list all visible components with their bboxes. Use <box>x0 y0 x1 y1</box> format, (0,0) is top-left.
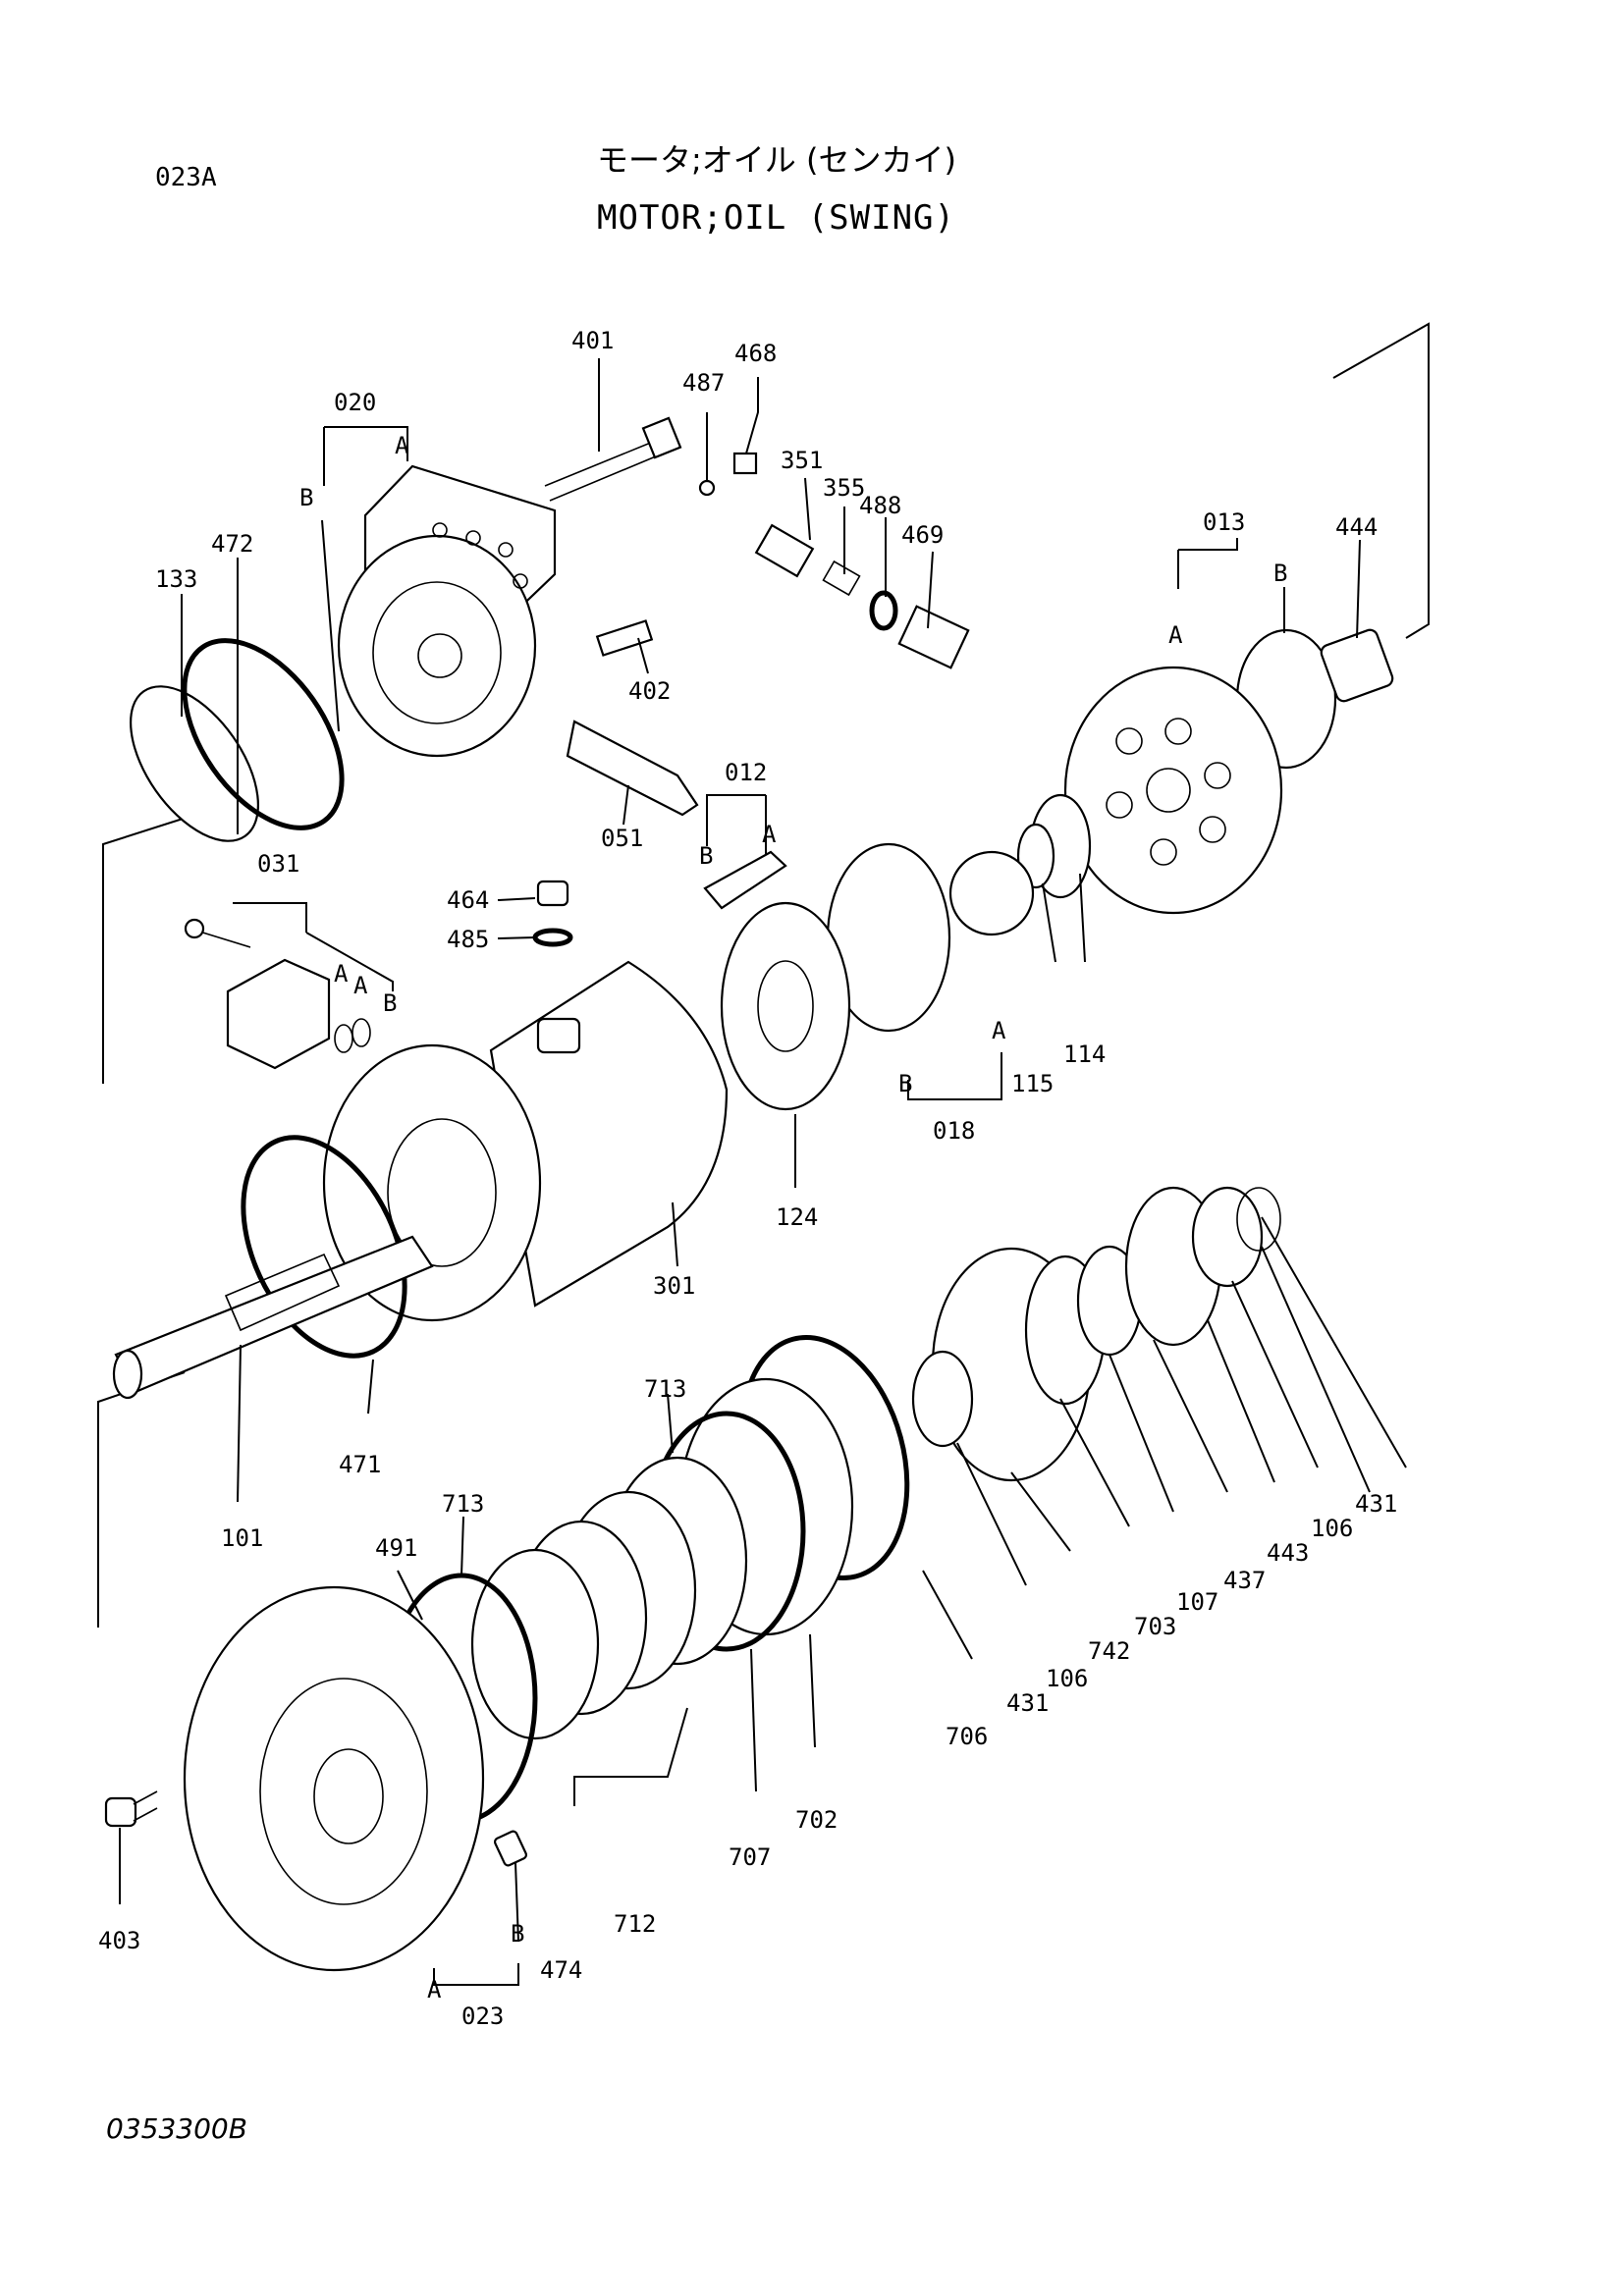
page-code: 023A <box>155 163 217 192</box>
callout-023: 023 <box>461 2002 504 2030</box>
callout-468: 468 <box>734 340 777 367</box>
part-swash-plate-124 <box>720 901 851 1111</box>
callout-431-lower: 431 <box>1006 1689 1049 1717</box>
callout-464: 464 <box>447 886 489 914</box>
callout-031: 031 <box>257 850 299 878</box>
leader-lines <box>119 358 1407 1986</box>
frame-bracket-upper <box>1332 322 1430 639</box>
callout-703: 703 <box>1134 1613 1176 1640</box>
part-valve-351 <box>754 523 815 578</box>
callout-401: 401 <box>571 327 614 354</box>
title-japanese: モータ;オイル (センカイ) <box>597 141 956 179</box>
frame-bracket-left-upper <box>102 812 202 1084</box>
part-oring-487 <box>698 479 716 497</box>
callout-355: 355 <box>823 474 865 502</box>
callout-403: 403 <box>98 1927 140 1954</box>
part-pin-474 <box>494 1830 527 1867</box>
part-seal-133 <box>130 685 259 842</box>
callout-402: 402 <box>628 677 671 705</box>
part-spring-355 <box>822 560 861 597</box>
callout-101: 101 <box>221 1524 263 1552</box>
callout-013-b: B <box>1273 560 1287 587</box>
part-oring-485 <box>532 928 573 947</box>
frame-bracket-left-lower <box>97 1371 186 1628</box>
callout-labels: 401 487 468 020 A B 472 133 351 355 488 … <box>98 327 1397 2030</box>
part-bearing-444 <box>1320 628 1394 703</box>
callout-713-upper: 713 <box>644 1375 686 1403</box>
callout-351: 351 <box>781 447 823 474</box>
callout-487: 487 <box>682 369 725 397</box>
callout-012-a: A <box>762 821 777 848</box>
title-english: MOTOR;OIL (SWING) <box>597 198 955 238</box>
callout-488: 488 <box>859 492 901 519</box>
part-bolt-401 <box>544 416 682 502</box>
callout-444: 444 <box>1335 513 1378 541</box>
part-bushing <box>948 850 1035 936</box>
callout-023-a: A <box>427 1976 442 2003</box>
callout-124: 124 <box>776 1203 818 1231</box>
callout-020-a: A <box>395 432 409 459</box>
callout-742: 742 <box>1088 1637 1130 1665</box>
callout-031-a1: A <box>334 960 349 988</box>
callout-713-lower: 713 <box>442 1490 484 1518</box>
callout-012-b: B <box>699 842 713 870</box>
callout-474: 474 <box>540 1956 582 1984</box>
callout-018-a: A <box>992 1017 1006 1044</box>
part-plug-469 <box>897 605 970 669</box>
callout-301: 301 <box>653 1272 695 1300</box>
callout-031-a2: A <box>353 972 368 999</box>
part-oring-471 <box>241 1135 407 1359</box>
part-bolt-403 <box>104 1790 158 1828</box>
part-oring-472 <box>182 638 345 830</box>
callout-020: 020 <box>334 389 376 416</box>
callout-107: 107 <box>1176 1588 1218 1616</box>
callout-012: 012 <box>725 759 767 786</box>
part-valve-cover-020 <box>337 464 557 758</box>
callout-018-b: B <box>898 1070 912 1097</box>
callout-018: 018 <box>933 1117 975 1145</box>
callout-472: 472 <box>211 530 253 558</box>
callout-706: 706 <box>946 1723 988 1750</box>
part-plug-468 <box>732 452 758 475</box>
callout-431-upper: 431 <box>1355 1490 1397 1518</box>
callout-031-b: B <box>383 989 397 1017</box>
callout-013-a: A <box>1168 621 1183 649</box>
callout-133: 133 <box>155 565 197 593</box>
callout-020-b: B <box>299 484 313 511</box>
callout-485: 485 <box>447 926 489 953</box>
drawing-number: 0353300B <box>106 2112 247 2145</box>
callout-114: 114 <box>1063 1041 1106 1068</box>
callout-702: 702 <box>795 1806 838 1834</box>
part-ring-431a <box>911 1350 974 1448</box>
callout-437: 437 <box>1223 1567 1266 1594</box>
callout-469: 469 <box>901 521 944 549</box>
part-plunger-012 <box>703 850 787 910</box>
part-oring-488 <box>869 590 898 631</box>
callout-051: 051 <box>601 825 643 852</box>
part-ring-443 <box>1191 1186 1264 1288</box>
callout-013: 013 <box>1203 508 1245 536</box>
part-rear-cover-023 <box>183 1585 485 1972</box>
callout-491: 491 <box>375 1534 417 1562</box>
part-bolt-402 <box>595 619 654 657</box>
callout-443: 443 <box>1267 1539 1309 1567</box>
part-valve-block-031 <box>184 918 371 1070</box>
callout-106-upper: 106 <box>1311 1515 1353 1542</box>
callout-471: 471 <box>339 1451 381 1478</box>
callout-115: 115 <box>1011 1070 1054 1097</box>
part-plug-464 <box>536 880 569 907</box>
callout-712: 712 <box>614 1910 656 1938</box>
part-cylinder-block <box>1063 666 1283 915</box>
callout-106-lower: 106 <box>1046 1665 1088 1692</box>
callout-707: 707 <box>729 1843 771 1871</box>
callout-023-b: B <box>511 1920 524 1948</box>
part-spool-051 <box>566 720 699 817</box>
part-shaft-101 <box>112 1235 434 1400</box>
part-ring-106b <box>1236 1187 1281 1252</box>
